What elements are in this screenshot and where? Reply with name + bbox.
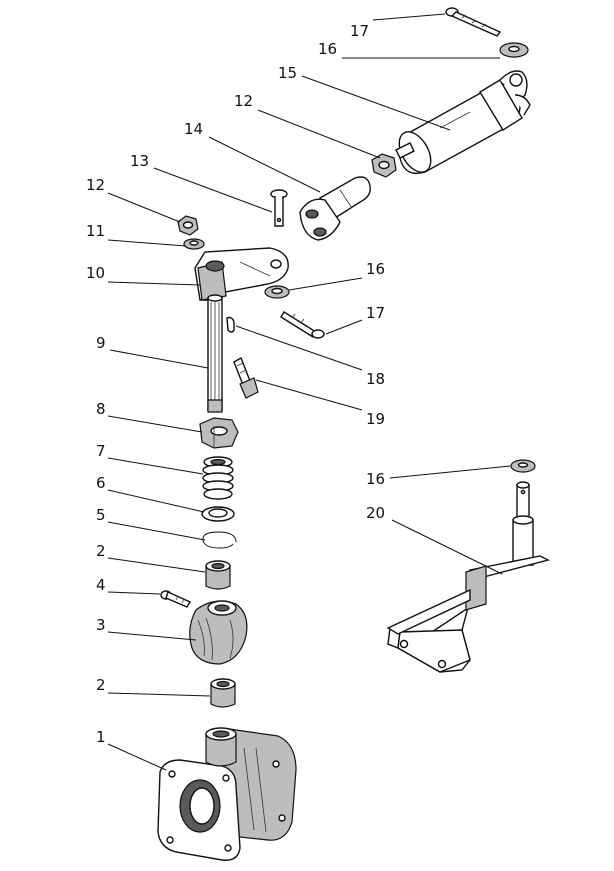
part-9-splined-shaft bbox=[207, 294, 223, 413]
callout-14: 14 bbox=[184, 120, 203, 138]
part-11-washer bbox=[183, 238, 205, 250]
callout-17-top: 17 bbox=[350, 22, 369, 40]
part-10-lever-arm bbox=[194, 247, 289, 301]
callout-16-top: 16 bbox=[318, 40, 337, 58]
callout-20: 20 bbox=[366, 504, 385, 522]
callout-5: 5 bbox=[96, 506, 106, 524]
callout-3: 3 bbox=[96, 616, 106, 634]
part-19-bolt bbox=[233, 356, 259, 399]
callout-12-left: 12 bbox=[86, 176, 105, 194]
callout-13: 13 bbox=[130, 152, 149, 170]
part-2-bushing-lower bbox=[210, 678, 236, 708]
part-17-cotter-pin-middle bbox=[280, 311, 325, 339]
callout-8: 8 bbox=[96, 400, 106, 418]
part-2-bushing-upper bbox=[205, 560, 231, 590]
callout-6: 6 bbox=[96, 474, 106, 492]
callout-2-upper: 2 bbox=[96, 542, 106, 560]
part-5-snap-ring bbox=[202, 531, 237, 549]
callout-2-lower: 2 bbox=[96, 676, 106, 694]
part-20-bracket bbox=[386, 481, 550, 673]
part-8-nut bbox=[199, 417, 239, 449]
callout-19: 19 bbox=[366, 410, 385, 428]
callout-12-upper: 12 bbox=[234, 92, 253, 110]
part-7-spring bbox=[202, 456, 234, 500]
part-6-washer bbox=[201, 506, 235, 522]
leader-lines bbox=[107, 13, 511, 771]
callout-16-right: 16 bbox=[366, 470, 385, 488]
part-12-nut-left bbox=[177, 215, 199, 236]
part-16-washer-middle bbox=[264, 285, 290, 299]
part-14-clevis bbox=[299, 176, 371, 241]
callout-10: 10 bbox=[86, 264, 105, 282]
callout-18: 18 bbox=[366, 370, 385, 388]
part-15-hydraulic-cylinder bbox=[395, 70, 531, 175]
part-16-washer-right bbox=[510, 459, 536, 473]
callout-7: 7 bbox=[96, 442, 106, 460]
callout-11: 11 bbox=[86, 222, 105, 240]
part-18-key bbox=[226, 316, 235, 333]
part-3-bearing-housing bbox=[189, 600, 248, 665]
part-1-main-housing bbox=[157, 727, 297, 861]
callout-9: 9 bbox=[96, 334, 106, 352]
part-4-screw bbox=[160, 590, 192, 608]
callout-15: 15 bbox=[278, 64, 297, 82]
callout-16-middle: 16 bbox=[366, 260, 385, 278]
callout-17-middle: 17 bbox=[366, 304, 385, 322]
callout-labels: 17 16 15 12 14 13 12 11 10 16 17 9 18 19… bbox=[86, 22, 385, 746]
part-13-pin bbox=[270, 189, 288, 227]
part-12-nut-upper bbox=[371, 153, 397, 178]
callout-1: 1 bbox=[96, 728, 106, 746]
part-16-washer-top bbox=[499, 42, 529, 58]
callout-4: 4 bbox=[96, 576, 106, 594]
part-17-cotter-pin-top bbox=[445, 7, 502, 37]
